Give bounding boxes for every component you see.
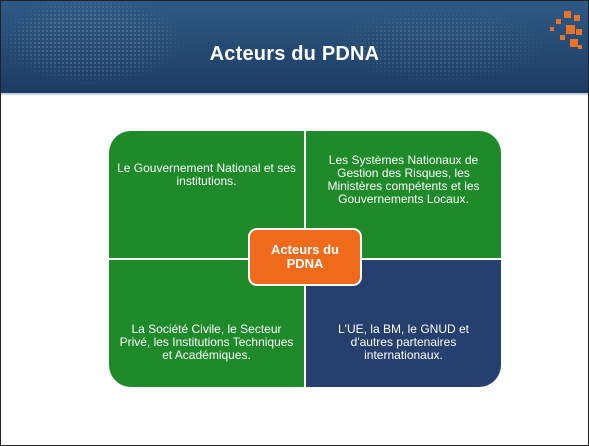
quadrant-international-partners: L'UE, la BM, le GNUD et d'autres partena… (306, 260, 501, 387)
quadrant-text: La Société Civile, le Secteur Privé, les… (119, 322, 294, 362)
quadrant-text: Le Gouvernement National et ses institut… (117, 160, 296, 188)
center-label-box: Acteurs du PDNA (248, 228, 362, 286)
quadrant-risk-management-systems: Les Systèmes Nationaux de Gestion des Ri… (306, 131, 501, 258)
slide-title: Acteurs du PDNA (209, 43, 380, 65)
world-map-pattern (1, 1, 191, 93)
world-map-pattern-right (331, 1, 551, 93)
header-divider (1, 93, 588, 95)
decorative-squares-icon (542, 11, 582, 55)
quadrant-text: L'UE, la BM, le GNUD et d'autres partena… (338, 322, 469, 362)
center-label: Acteurs du PDNA (271, 242, 339, 271)
quadrant-text: Les Systèmes Nationaux de Gestion des Ri… (327, 152, 480, 206)
actors-diagram: Le Gouvernement National et ses institut… (109, 131, 501, 387)
slide-header: Acteurs du PDNA (1, 1, 588, 93)
